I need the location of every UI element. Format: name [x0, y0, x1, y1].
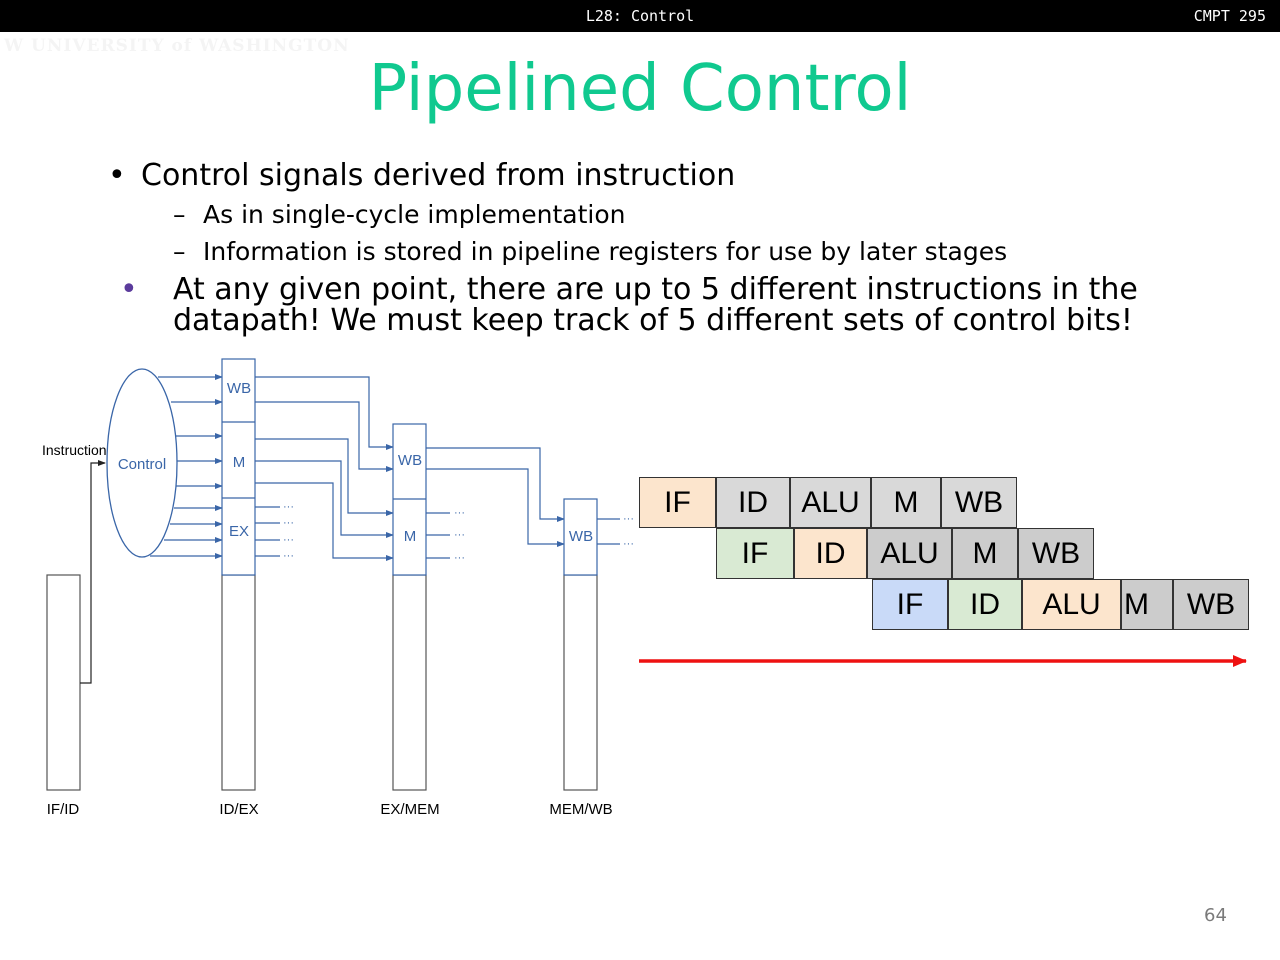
if-id-register	[46, 574, 81, 791]
mem-wb-register	[563, 574, 598, 791]
control-unit	[106, 368, 178, 558]
ellipsis-label: ···	[283, 534, 294, 546]
mem-wb-wb-field: WB	[569, 528, 593, 545]
pipeline-stage-if: IF	[639, 477, 716, 528]
control-output-wires	[150, 374, 223, 559]
id-ex-wb-field: WB	[227, 380, 251, 397]
page-number: 64	[1204, 905, 1227, 926]
slide-header-bar: L28: Control CMPT 295	[0, 0, 1280, 32]
wb-output-wires	[597, 518, 620, 545]
ex-mem-to-mem-wb-wires	[426, 447, 565, 547]
ex-mem-register	[392, 574, 427, 791]
pipeline-stage-id: ID	[794, 528, 867, 579]
instruction-label: Instruction	[42, 442, 107, 458]
dash-icon: –	[173, 200, 186, 229]
ex-mem-m-field: M	[404, 528, 417, 545]
instruction-wire	[80, 460, 106, 684]
control-label: Control	[118, 456, 166, 473]
ellipsis-label: ···	[454, 507, 465, 519]
course-code: CMPT 295	[1193, 7, 1266, 25]
pipeline-stage-wb: WB	[1173, 579, 1249, 630]
pipeline-stage-alu: ALU	[790, 477, 871, 528]
ellipsis-label: ···	[283, 517, 294, 529]
register-label: MEM/WB	[549, 801, 612, 818]
slide-title: Pipelined Control	[368, 52, 912, 126]
bullet-icon: •	[108, 158, 126, 193]
pipeline-stage-m: M	[952, 528, 1018, 579]
ex-output-wires	[255, 506, 280, 557]
dash-icon: –	[173, 237, 186, 266]
m-output-wires	[426, 512, 450, 559]
id-ex-control-fields	[221, 358, 256, 576]
id-ex-register	[221, 574, 256, 791]
ex-mem-wb-field: WB	[398, 452, 422, 469]
lecture-title: L28: Control	[585, 7, 695, 25]
pipeline-stage-id: ID	[716, 477, 790, 528]
ellipsis-label: ···	[283, 550, 294, 562]
id-ex-to-ex-mem-wires	[255, 376, 394, 561]
ellipsis-label: ···	[623, 538, 634, 550]
bullet-icon: •	[120, 272, 138, 307]
university-logo: W UNIVERSITY of WASHINGTON	[4, 36, 350, 56]
pipeline-stage-m: M	[871, 477, 941, 528]
ellipsis-label: ···	[454, 552, 465, 564]
id-ex-ex-field: EX	[229, 523, 249, 540]
pipeline-stage-wb: WB	[941, 477, 1017, 528]
ellipsis-label: ···	[623, 513, 634, 525]
pipeline-stage-wb: WB	[1018, 528, 1094, 579]
ellipsis-label: ···	[454, 529, 465, 541]
pipeline-stage-alu: ALU	[1022, 579, 1121, 630]
pipeline-stage-alu: ALU	[867, 528, 952, 579]
register-label: ID/EX	[219, 801, 258, 818]
pipeline-stage-id: ID	[948, 579, 1022, 630]
pipeline-stage-if: IF	[716, 528, 794, 579]
pipeline-stage-if: IF	[872, 579, 948, 630]
register-label: EX/MEM	[380, 801, 439, 818]
ellipsis-label: ···	[283, 501, 294, 513]
register-label: IF/ID	[47, 801, 80, 818]
id-ex-m-field: M	[233, 454, 246, 471]
pipeline-stage-m: M	[1121, 579, 1173, 630]
mem-wb-control-fields	[563, 498, 598, 576]
